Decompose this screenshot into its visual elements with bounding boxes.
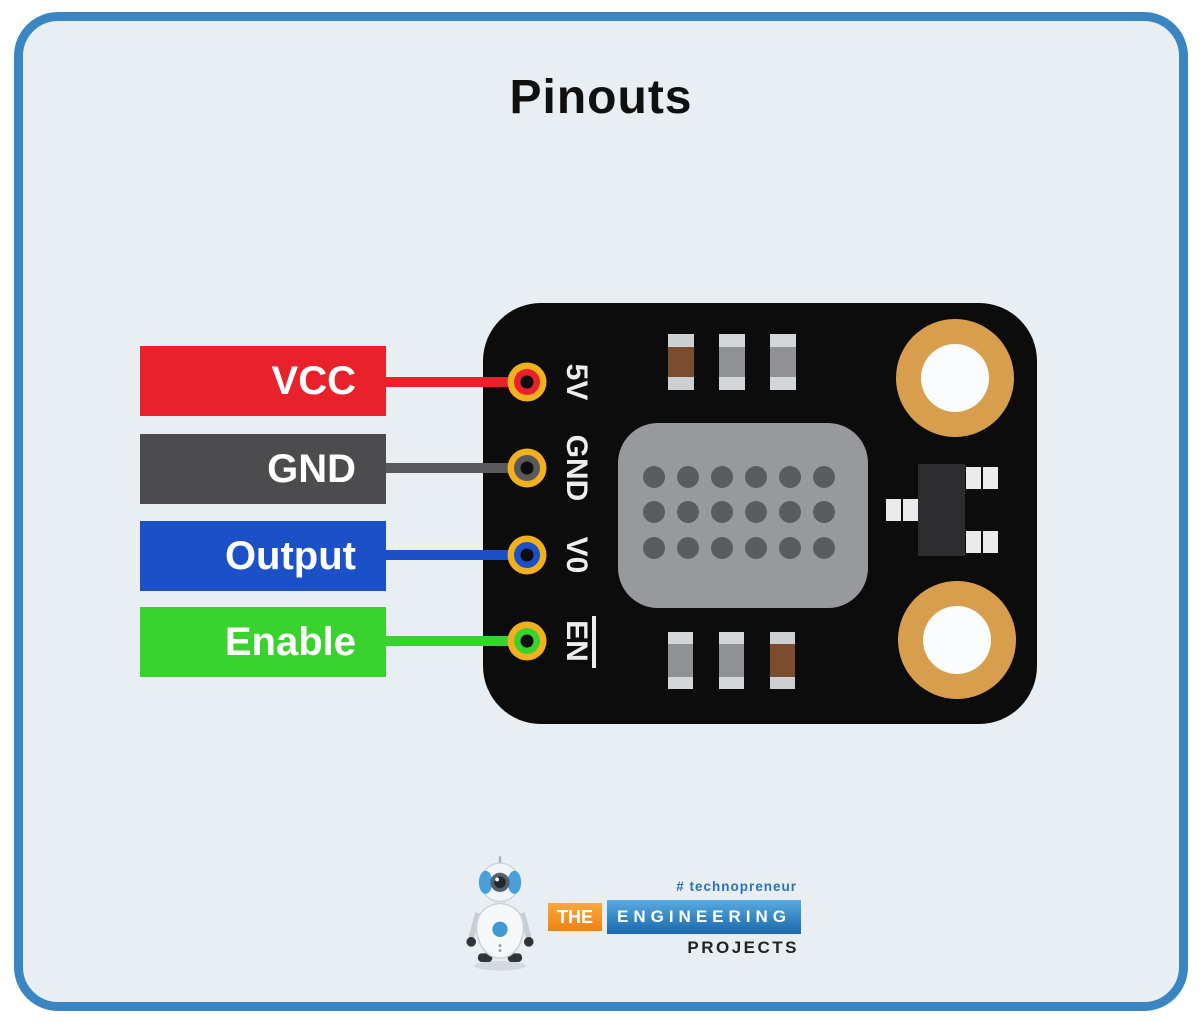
smd-component-top-3 xyxy=(770,334,796,390)
transistor xyxy=(886,464,998,556)
logo-brand-row: THE ENGINEERING xyxy=(548,900,802,934)
robot-mascot-icon xyxy=(466,856,534,971)
smd-component-bottom-1 xyxy=(668,632,693,689)
mounting-hole-bottom xyxy=(898,581,1016,699)
sensor-grill-holes xyxy=(643,466,835,559)
smd-component-bottom-3 xyxy=(770,632,795,689)
pin-en xyxy=(507,621,547,661)
smd-component-top-2 xyxy=(719,334,745,390)
callout-vcc: VCC xyxy=(140,346,386,416)
logo-word-projects: PROJECTS xyxy=(687,938,800,957)
callout-output: Output xyxy=(140,521,386,591)
smd-component-top-1 xyxy=(668,334,694,390)
wire-enable xyxy=(386,636,528,646)
callout-gnd: GND xyxy=(140,434,386,504)
pin-v0 xyxy=(507,535,547,575)
page-title: Pinouts xyxy=(509,71,693,124)
pin-label-en: EN xyxy=(560,620,593,662)
wire-vcc xyxy=(386,377,528,387)
logo-word-the: THE xyxy=(548,903,602,931)
brand-logo-text: # technopreneur THE ENGINEERING PROJECTS xyxy=(548,853,802,981)
pin-5v xyxy=(507,362,547,402)
brand-logo: # technopreneur THE ENGINEERING PROJECTS xyxy=(452,853,802,981)
mounting-hole-top xyxy=(896,319,1014,437)
wire-gnd xyxy=(386,463,528,473)
pin-label-gnd: GND xyxy=(560,435,593,502)
logo-tagline: # technopreneur xyxy=(676,879,798,894)
pin-gnd xyxy=(507,448,547,488)
smd-component-bottom-2 xyxy=(719,632,744,689)
wire-output xyxy=(386,550,528,560)
callout-enable: Enable xyxy=(140,607,386,677)
pin-label-v0: V0 xyxy=(560,537,593,574)
logo-word-engineering: ENGINEERING xyxy=(607,900,802,934)
pin-label-5v: 5V xyxy=(560,364,593,401)
